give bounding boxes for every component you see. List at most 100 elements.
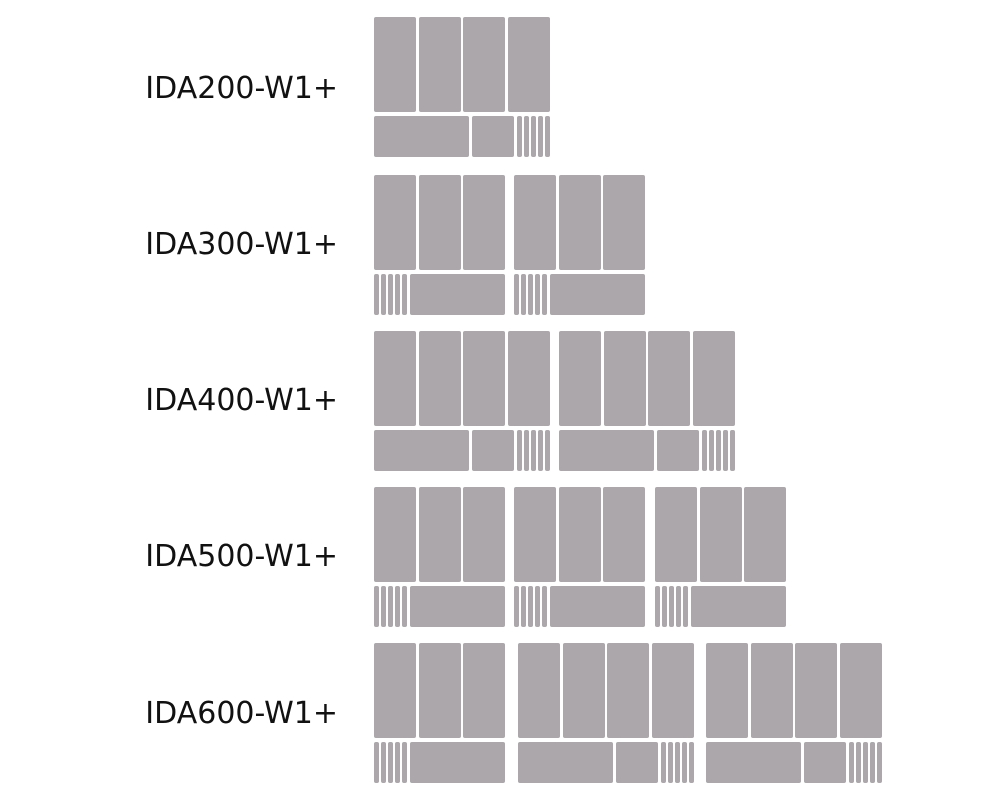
tall-cell [559, 331, 601, 426]
tall-cell [603, 331, 646, 426]
medium-cell [657, 430, 699, 471]
slat-cell [517, 430, 522, 471]
four-column-module [374, 17, 551, 157]
tall-cell [603, 175, 645, 270]
slat-cell [542, 586, 547, 627]
wide-cell [550, 274, 645, 315]
slat-cell [381, 742, 386, 783]
row-label: IDA300-W1+ [145, 227, 338, 262]
tall-cell [607, 643, 650, 738]
slat-cell [381, 274, 386, 315]
four-column-module [706, 643, 883, 783]
wide-cell [550, 586, 645, 627]
wide-cell [518, 742, 613, 783]
tall-cell [514, 487, 556, 582]
three-column-module [655, 487, 786, 627]
wide-cell [691, 586, 786, 627]
slat-cell [374, 586, 379, 627]
four-column-module [559, 331, 736, 471]
tall-cell [463, 643, 505, 738]
slat-cell [535, 586, 540, 627]
slat-cell [702, 430, 707, 471]
slat-cell [528, 586, 533, 627]
wide-cell [410, 742, 505, 783]
three-column-module [374, 643, 505, 783]
slat-cell [388, 742, 393, 783]
slat-cell [524, 116, 529, 157]
slat-cell [716, 430, 721, 471]
slat-cell [730, 430, 735, 471]
tall-cell [418, 331, 461, 426]
tall-cell [463, 17, 506, 112]
slat-cell [856, 742, 861, 783]
tall-cell [508, 331, 551, 426]
slat-cell [723, 430, 728, 471]
slat-cell [517, 116, 522, 157]
tall-cell [652, 643, 695, 738]
slat-cell [669, 586, 674, 627]
tall-cell [562, 643, 605, 738]
slat-cell [668, 742, 673, 783]
tall-cell [648, 331, 691, 426]
slat-cell [676, 586, 681, 627]
wide-cell [559, 430, 654, 471]
slat-cell [374, 274, 379, 315]
slat-cell [402, 742, 407, 783]
slat-cell [538, 430, 543, 471]
medium-cell [804, 742, 846, 783]
tall-cell [744, 487, 786, 582]
slat-cell [683, 586, 688, 627]
tall-cell [374, 17, 416, 112]
slat-cell [402, 274, 407, 315]
tall-cell [463, 175, 505, 270]
wide-cell [706, 742, 801, 783]
tall-cell [418, 487, 461, 582]
tall-cell [750, 643, 793, 738]
tall-cell [374, 487, 416, 582]
tall-cell [374, 175, 416, 270]
wide-cell [374, 116, 469, 157]
slat-cell [388, 586, 393, 627]
tall-cell [603, 487, 645, 582]
slat-cell [682, 742, 687, 783]
slat-cell [521, 274, 526, 315]
wide-cell [374, 430, 469, 471]
tall-cell [558, 487, 601, 582]
three-column-module [514, 487, 645, 627]
slat-cell [531, 430, 536, 471]
slat-cell [538, 116, 543, 157]
slat-cell [661, 742, 666, 783]
row-label: IDA500-W1+ [145, 539, 338, 574]
slat-cell [863, 742, 868, 783]
slat-cell [521, 586, 526, 627]
slat-cell [542, 274, 547, 315]
tall-cell [693, 331, 736, 426]
row-label: IDA400-W1+ [145, 383, 338, 418]
slat-cell [514, 274, 519, 315]
four-column-module [518, 643, 695, 783]
tall-cell [514, 175, 556, 270]
slat-cell [531, 116, 536, 157]
slat-cell [524, 430, 529, 471]
slat-cell [545, 430, 550, 471]
slat-cell [877, 742, 882, 783]
four-column-module [374, 331, 551, 471]
tall-cell [463, 487, 505, 582]
tall-cell [795, 643, 838, 738]
tall-cell [518, 643, 560, 738]
slat-cell [514, 586, 519, 627]
row-label: IDA200-W1+ [145, 71, 338, 106]
slat-cell [709, 430, 714, 471]
slat-cell [662, 586, 667, 627]
tall-cell [558, 175, 601, 270]
tall-cell [508, 17, 551, 112]
tall-cell [840, 643, 883, 738]
slat-cell [388, 274, 393, 315]
slat-cell [374, 742, 379, 783]
slat-cell [849, 742, 854, 783]
three-column-module [514, 175, 645, 315]
wide-cell [410, 274, 505, 315]
medium-cell [472, 430, 514, 471]
tall-cell [418, 643, 461, 738]
tall-cell [655, 487, 697, 582]
